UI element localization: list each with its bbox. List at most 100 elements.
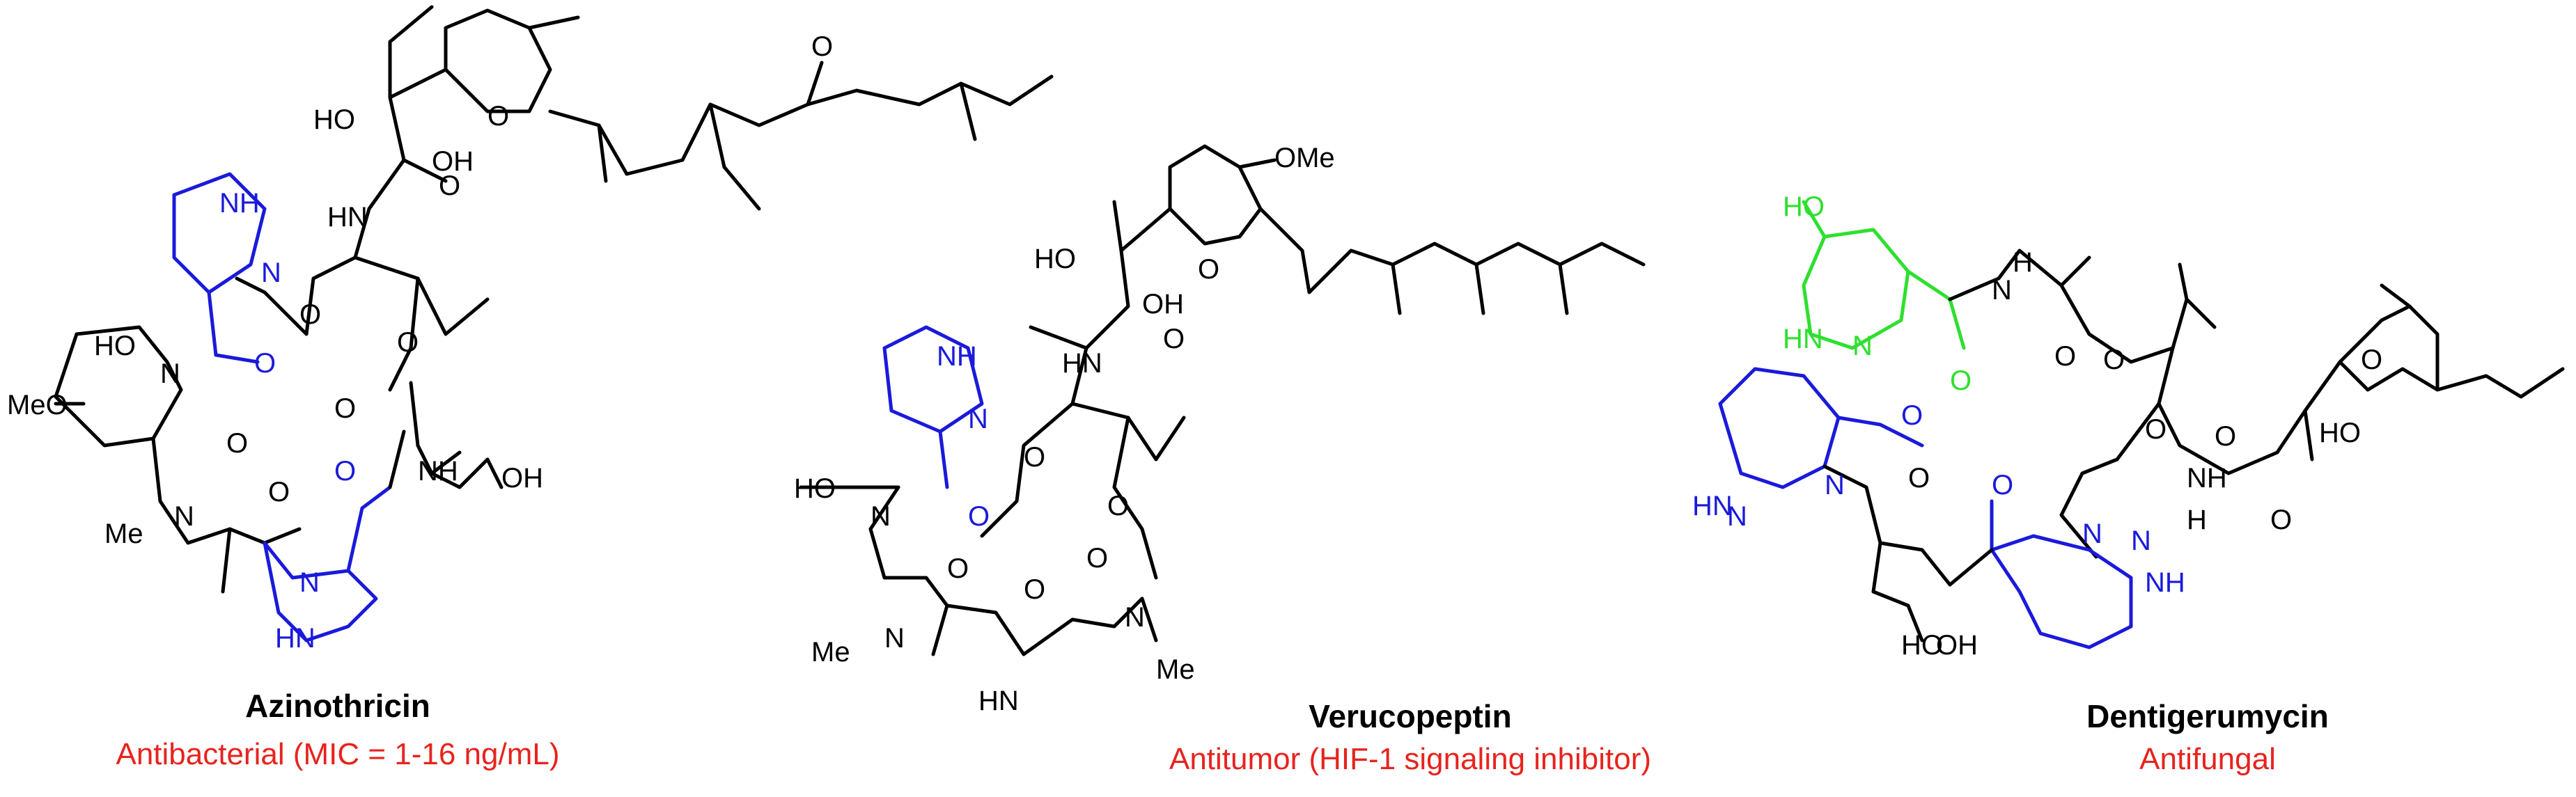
veruco-atom-OMe: OMe (1274, 143, 1335, 173)
denti-atom-O3: O (2103, 345, 2125, 375)
azino-atom-HN2: HN (275, 623, 315, 654)
denti-atom-NH: NH (2145, 567, 2185, 598)
veruco-thp-ring (1168, 144, 1263, 246)
azino-name: Azinothricin (245, 688, 430, 724)
denti-atom-HO: HO (1783, 191, 1825, 222)
azino-atom-O7: O (334, 393, 356, 424)
azino-atom-OH: OH (432, 146, 474, 177)
veruco-lower-left (868, 485, 949, 656)
denti-hydroxy-piperazic-ring (1802, 228, 1910, 350)
veruco-atom-N2: N (871, 501, 891, 532)
azino-atom-N2: N (160, 358, 180, 389)
azino-atom-NH2: NH (418, 456, 458, 487)
denti-activity: Antifungal (2139, 742, 2276, 776)
veruco-atom-N3: N (1125, 602, 1145, 633)
verucopeptin-structure: OMe HO OH O O HN NH N O HO N O O O O O N… (794, 143, 1651, 776)
denti-atom-N3: N (1825, 470, 1845, 500)
denti-atom-O9: O (2361, 345, 2382, 375)
azino-side-chain (548, 74, 1054, 176)
veruco-atom-NH: NH (937, 341, 977, 372)
azino-atom-O6: O (397, 327, 419, 358)
denti-piperazic-ring-2 (1990, 534, 2133, 649)
azino-atom-OH2: OH (501, 463, 543, 494)
veruco-atom-N: N (968, 404, 988, 434)
veruco-atom-OH: OH (1142, 289, 1184, 319)
azino-piperazic-ring-1 (172, 172, 267, 294)
veruco-activity: Antitumor (HIF-1 signaling inhibitor) (1169, 742, 1651, 776)
denti-atom-O2: O (2054, 341, 2076, 372)
veruco-atom-O5: O (1107, 491, 1129, 521)
denti-atom-O: O (1950, 365, 1972, 396)
veruco-atom-HN: HN (1062, 348, 1102, 379)
azino-atom-HO: HO (313, 104, 355, 135)
azino-ethyl (388, 5, 448, 100)
veruco-atom-O8: O (1024, 574, 1045, 605)
azino-thp-ring (444, 8, 552, 113)
denti-atom-O7: O (1992, 470, 2013, 500)
azino-atom-Me: Me (104, 519, 143, 549)
veruco-atom-O2: O (1163, 324, 1185, 354)
denti-right-chain (2275, 360, 2565, 455)
azino-left-macrocycle (54, 325, 183, 448)
veruco-atom-N4: N (884, 623, 905, 654)
veruco-atom-O6: O (1086, 543, 1108, 574)
veruco-atom-O7: O (947, 553, 969, 584)
denti-atom-HN: HN (1783, 324, 1823, 354)
denti-atom-N6: N (2131, 526, 2151, 556)
veruco-atom-O3: O (1024, 442, 1045, 473)
veruco-backbone (980, 346, 1088, 538)
denti-upper-chain (1948, 248, 2091, 336)
azino-atom-O4: O (299, 299, 321, 330)
denti-name: Dentigerumycin (2086, 698, 2329, 734)
veruco-atom-Me2: Me (811, 637, 850, 668)
denti-atom-O10: O (2270, 505, 2292, 535)
denti-right-backbone (2157, 346, 2279, 475)
denti-atom-O8: O (2215, 421, 2236, 452)
azino-atom-HO2: HO (94, 331, 136, 361)
denti-atom-N: N (1992, 275, 2012, 306)
denti-atom-H: H (2013, 247, 2033, 278)
veruco-atom-O4: O (968, 501, 990, 532)
azino-atom-O: O (487, 101, 509, 132)
veruco-atom-HO2: HO (794, 473, 836, 504)
azino-atom-N4: N (299, 567, 320, 598)
azino-atom-O9: O (268, 477, 290, 507)
veruco-upper-chain (1029, 207, 1172, 350)
azino-atom-N3: N (174, 501, 194, 532)
veruco-side-chain (1258, 207, 1646, 294)
veruco-name: Verucopeptin (1309, 698, 1511, 734)
azino-atom-HN: HN (327, 202, 368, 232)
denti-atom-HO2: HO (1901, 630, 1943, 661)
denti-atom-HO3: HO (2319, 418, 2361, 448)
azino-atom-MeO: MeO (7, 390, 68, 420)
denti-atom-H2: H (2187, 505, 2207, 535)
denti-atom-NH2: NH (2187, 463, 2227, 494)
azino-piperazic-ring-2 (263, 541, 378, 642)
denti-atom-O4: O (1901, 400, 1923, 431)
veruco-atom-HO: HO (1034, 244, 1076, 274)
denti-atom-OH: OH (1936, 630, 1978, 661)
dentigerumycin-structure: HO H N HN N O O O O O N N HN O N N NH O … (1692, 191, 2565, 776)
veruco-atom-Me: Me (1156, 654, 1195, 685)
azino-atom-O5: O (254, 348, 276, 379)
azino-methyl-bond (527, 15, 580, 30)
veruco-lower-chain (945, 597, 1144, 656)
azino-backbone-top (235, 207, 371, 336)
azino-activity: Antibacterial (MIC = 1-16 ng/mL) (116, 737, 559, 771)
azino-atom-O2: O (811, 31, 833, 62)
denti-atom-HN2: HN (1692, 491, 1733, 521)
azino-atom-NH: NH (219, 188, 260, 219)
veruco-atom-HN2: HN (978, 686, 1019, 716)
veruco-atom-O: O (1198, 254, 1219, 285)
azino-atom-O8: O (226, 428, 248, 459)
azino-atom-N: N (261, 258, 281, 288)
azino-atom-O10: O (334, 456, 356, 487)
denti-atom-N5: N (2082, 519, 2102, 549)
azinothricin-structure: HO OH O O HN NH N O O HO N O O O MeO O N… (7, 5, 1054, 771)
denti-atom-N2: N (1852, 331, 1873, 361)
denti-atom-O6: O (1908, 463, 1930, 494)
veruco-piperazic-ring (882, 325, 984, 434)
denti-piperazic-ring-1 (1718, 367, 1841, 489)
azino-atom-O3: O (439, 171, 460, 201)
